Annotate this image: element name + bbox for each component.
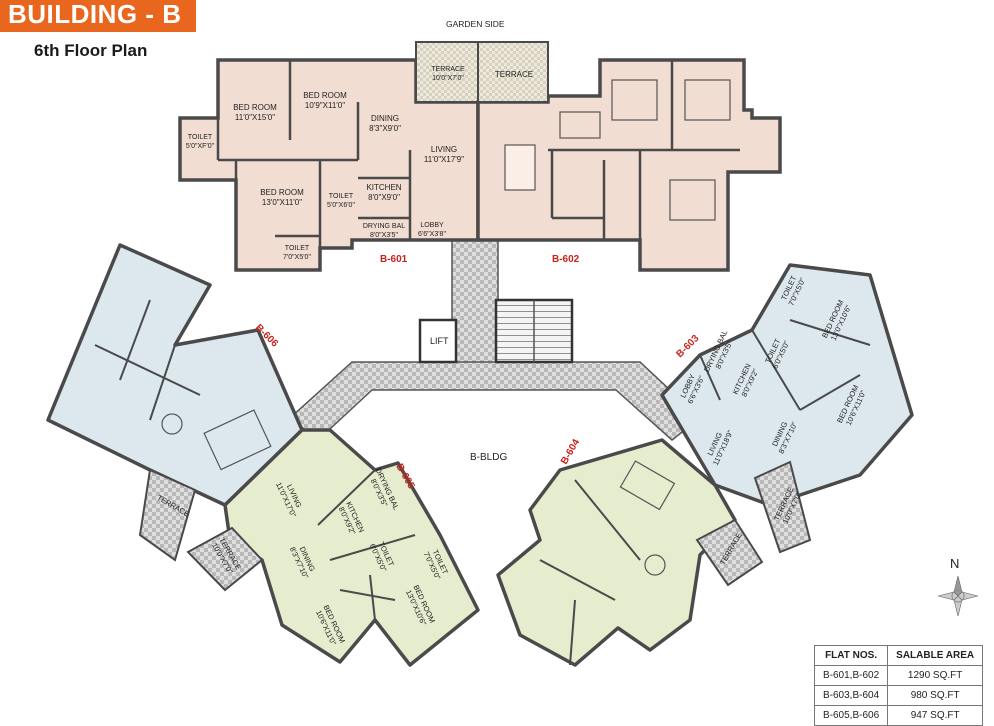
table-cell-area: 980 SQ.FT bbox=[887, 685, 984, 706]
room-b601-kitchen-name: KITCHEN bbox=[366, 183, 401, 192]
room-b601-toilet2-size: 5'0"X6'0" bbox=[327, 202, 355, 209]
table-header-row: FLAT NOS. SALABLE AREA bbox=[813, 645, 984, 666]
room-b601-dining-name: DINING bbox=[371, 114, 399, 123]
table-cell-flat: B-603,B-604 bbox=[813, 685, 889, 706]
flat-b-602 bbox=[476, 41, 782, 272]
table-cell-flat: B-601,B-602 bbox=[813, 665, 889, 686]
flat-id-b604: B-604 bbox=[559, 437, 582, 466]
garden-side-label: GARDEN SIDE bbox=[446, 19, 505, 29]
room-b601-terrace-size: 10'0"X7'0" bbox=[432, 75, 464, 82]
room-b601-drying-size: 8'0"X3'5" bbox=[370, 232, 398, 239]
north-label: N bbox=[950, 556, 959, 571]
room-b601-bed2-size: 10'9"X11'0" bbox=[305, 101, 345, 110]
room-b601-drying-name: DRYING BAL bbox=[363, 223, 405, 230]
room-b601-toilet1-name: TOILET bbox=[188, 134, 213, 141]
floor-plan-subtitle: 6th Floor Plan bbox=[34, 41, 148, 60]
core-label: B-BLDG bbox=[470, 452, 507, 463]
room-b601-lobby-name: LOBBY bbox=[420, 222, 444, 229]
room-b601-dining-size: 8'3"X9'0" bbox=[369, 124, 401, 133]
flat-b-605 bbox=[186, 428, 480, 667]
table-header-flat-nos: FLAT NOS. bbox=[813, 645, 889, 666]
room-b601-toilet1-size: 5'0"XF'0" bbox=[186, 143, 215, 150]
room-b601-bed1-name: BED ROOM bbox=[233, 103, 277, 112]
table-cell-area: 1290 SQ.FT bbox=[887, 665, 984, 686]
table-row: B-603,B-604 980 SQ.FT bbox=[813, 685, 984, 706]
lift bbox=[418, 318, 458, 364]
flat-id-b601: B-601 bbox=[380, 254, 408, 265]
table-row: B-605,B-606 947 SQ.FT bbox=[813, 705, 984, 726]
room-b601-bed3-size: 13'0"X11'0" bbox=[262, 198, 302, 207]
room-b601-toilet3-size: 7'0"X5'0" bbox=[283, 254, 311, 261]
salable-area-table: FLAT NOS. SALABLE AREA B-601,B-602 1290 … bbox=[813, 645, 984, 726]
north-arrow-icon bbox=[937, 575, 979, 617]
room-b601-bed1-size: 11'0"X15'0" bbox=[235, 113, 275, 122]
table-row: B-601,B-602 1290 SQ.FT bbox=[813, 665, 984, 686]
building-title: BUILDING - B bbox=[8, 0, 182, 29]
room-b601-lobby-size: 6'6"X3'8" bbox=[418, 231, 446, 238]
flat-id-b602: B-602 bbox=[552, 254, 580, 265]
flat-b-601 bbox=[178, 41, 480, 272]
flat-b-604 bbox=[496, 438, 764, 667]
flat-b-606 bbox=[46, 243, 304, 562]
room-b602-terrace-name: TERRACE bbox=[495, 70, 533, 79]
table-cell-area: 947 SQ.FT bbox=[887, 705, 984, 726]
room-b601-bed2-name: BED ROOM bbox=[303, 91, 347, 100]
lift-label: LIFT bbox=[430, 336, 449, 346]
room-b601-bed3-name: BED ROOM bbox=[260, 188, 304, 197]
table-header-salable-area: SALABLE AREA bbox=[887, 645, 984, 666]
building-title-banner: BUILDING - B bbox=[0, 0, 196, 32]
room-b601-living-size: 11'0"X17'9" bbox=[424, 155, 464, 164]
room-b601-toilet2-name: TOILET bbox=[329, 193, 354, 200]
flat-b-603 bbox=[660, 263, 914, 554]
staircase bbox=[494, 298, 574, 364]
room-b601-living-name: LIVING bbox=[431, 145, 457, 154]
table-cell-flat: B-605,B-606 bbox=[813, 705, 889, 726]
room-b601-terrace-name: TERRACE bbox=[431, 66, 465, 73]
room-b601-toilet3-name: TOILET bbox=[285, 245, 310, 252]
room-b601-kitchen-size: 8'0"X9'0" bbox=[368, 193, 400, 202]
